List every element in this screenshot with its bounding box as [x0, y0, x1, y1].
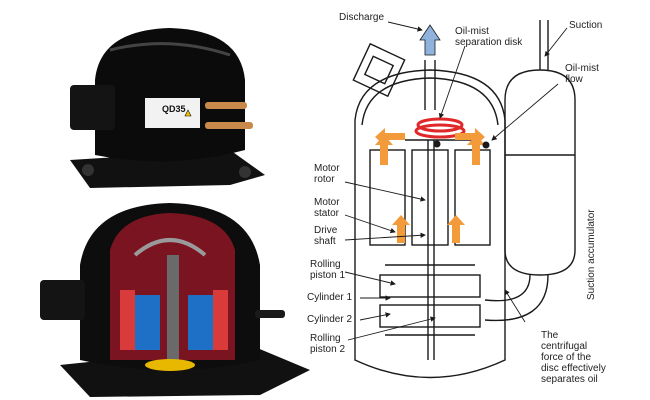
- qd35-label-text: QD35: [162, 104, 186, 114]
- label-oil-mist-flow: Oil-mist flow: [565, 63, 599, 85]
- terminal-box: [352, 42, 406, 98]
- label-rolling-piston-2: Rolling piston 2: [310, 333, 346, 355]
- label-motor-rotor: Motor rotor: [314, 163, 340, 185]
- rotor: [411, 149, 449, 246]
- cylinder-1-box: [379, 274, 481, 298]
- label-drive-shaft: Drive shaft: [314, 225, 338, 247]
- cutaway-photo: [40, 203, 310, 397]
- discharge-arrow: [419, 24, 441, 56]
- label-oil-mist-separation-disk: Oil-mist separation disk: [455, 26, 523, 48]
- compressor-shell: [354, 69, 506, 379]
- label-suction: Suction: [569, 20, 603, 31]
- label-suction-accumulator: Suction accumulator: [586, 209, 597, 300]
- label-cylinder-1: Cylinder 1: [307, 292, 353, 303]
- cylinder-2-box: [379, 304, 481, 328]
- label-rolling-piston-1: Rolling piston 1: [310, 259, 346, 281]
- label-cylinder-2: Cylinder 2: [307, 314, 353, 325]
- label-motor-stator: Motor stator: [314, 197, 340, 219]
- label-discharge: Discharge: [339, 12, 385, 23]
- suction-accumulator: [504, 69, 576, 276]
- label-centrifugal-note: The centrifugal force of the disc effect…: [541, 330, 606, 385]
- compressor-photo: QD35: [70, 28, 265, 188]
